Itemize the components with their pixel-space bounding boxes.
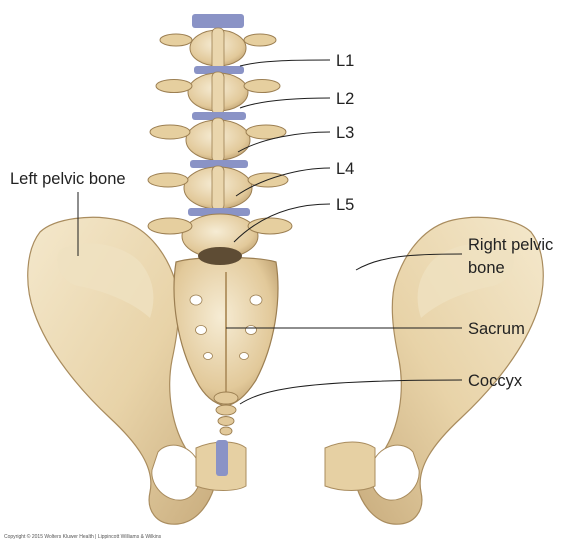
label-l2: L2 (336, 90, 354, 108)
label-left-pelvic-bone: Left pelvic bone (10, 170, 126, 188)
vertebra-l1-shape (160, 14, 276, 70)
label-l1: L1 (336, 52, 354, 70)
vertebra-l2-shape (156, 66, 280, 114)
pubic-symphysis (196, 440, 375, 491)
copyright-line: Copyright © 2015 Wolters Kluwer Health |… (4, 533, 162, 540)
leader-l2 (240, 98, 330, 108)
label-coccyx: Coccyx (468, 372, 523, 390)
leader-l1 (240, 60, 330, 66)
vertebra-l4-shape (148, 160, 288, 210)
label-l4: L4 (336, 160, 354, 178)
label-right-pelvic-bone-line2: bone (468, 259, 505, 277)
vertebra-l3-shape (150, 112, 286, 162)
coccyx-shape (214, 392, 238, 435)
label-l5: L5 (336, 196, 354, 214)
label-right-pelvic-bone-line1: Right pelvic (468, 236, 553, 254)
label-sacrum: Sacrum (468, 320, 525, 338)
sacrum-shape (174, 258, 278, 407)
label-l3: L3 (336, 124, 354, 142)
right-pelvic-bone-shape (357, 217, 543, 524)
